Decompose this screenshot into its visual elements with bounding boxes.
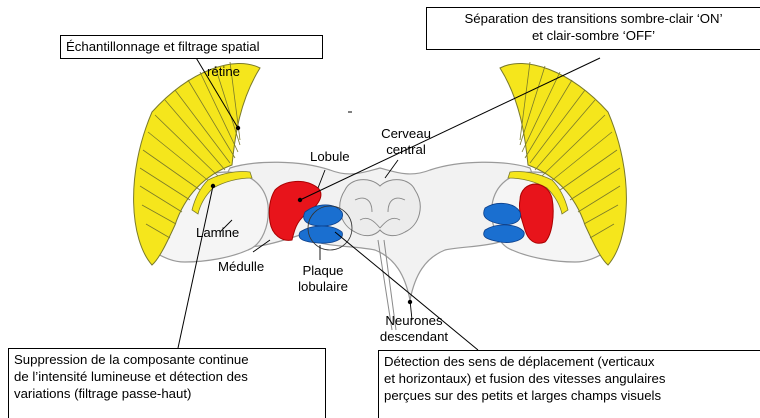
- box-on-off: Séparation des transitions sombre-clair …: [426, 7, 760, 50]
- box-spatial-text: Échantillonnage et filtrage spatial: [66, 39, 260, 54]
- label-cerveau-central: Cerveau central: [376, 126, 436, 158]
- label-lamine: Lamine: [196, 225, 239, 241]
- label-neurones-descendant: Neurones descendant: [376, 313, 452, 345]
- box-motion: Détection des sens de déplacement (verti…: [378, 350, 760, 418]
- box-on-off-line1: Séparation des transitions sombre-clair …: [432, 10, 755, 27]
- box-motion-line3: perçues sur des petits et larges champs …: [384, 387, 755, 404]
- label-lobule: Lobule: [310, 149, 350, 165]
- box-highpass-line1: Suppression de la composante continue: [14, 351, 320, 368]
- label-cerveau-line2: central: [376, 142, 436, 158]
- label-plaque-lobulaire: Plaque lobulaire: [293, 263, 353, 295]
- box-motion-line2: et horizontaux) et fusion des vitesses a…: [384, 370, 755, 387]
- box-highpass-line3: variations (filtrage passe-haut): [14, 385, 320, 402]
- label-medulle: Médulle: [218, 259, 264, 275]
- box-highpass: Suppression de la composante continue de…: [8, 348, 326, 418]
- box-highpass-line2: de l’intensité lumineuse et détection de…: [14, 368, 320, 385]
- lobula-pointer-dot: [298, 198, 302, 202]
- label-neurones-line1: Neurones: [376, 313, 452, 329]
- label-neurones-line2: descendant: [376, 329, 452, 345]
- label-plaque-line2: lobulaire: [293, 279, 353, 295]
- box-spatial-filtering: Échantillonnage et filtrage spatial: [60, 35, 323, 59]
- label-retine: rétine: [207, 64, 240, 80]
- label-cerveau-line1: Cerveau: [376, 126, 436, 142]
- box-motion-line1: Détection des sens de déplacement (verti…: [384, 353, 755, 370]
- label-plaque-line1: Plaque: [293, 263, 353, 279]
- box-on-off-line2: et clair-sombre ‘OFF’: [432, 27, 755, 44]
- lamina-pointer-dot: [211, 184, 215, 188]
- retina-pointer-dot: [236, 126, 240, 130]
